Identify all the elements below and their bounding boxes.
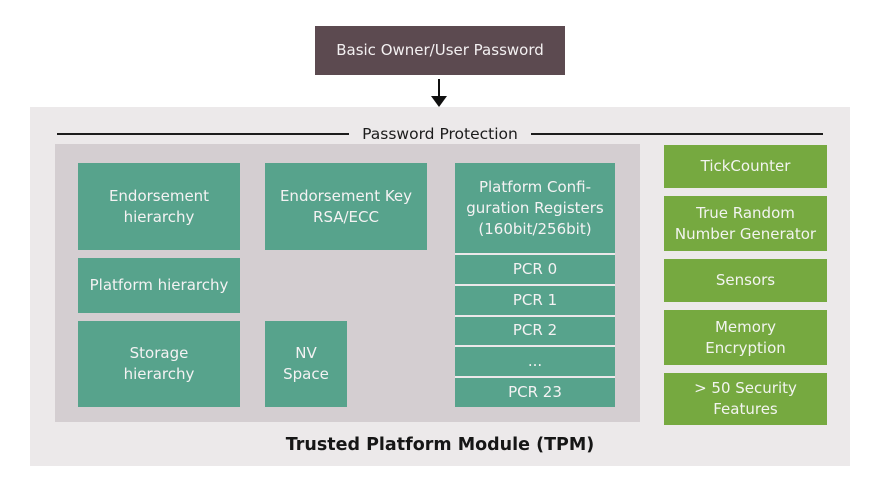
endorsement-key-box: Endorsement Key RSA/ECC bbox=[265, 163, 427, 250]
tpm-container: Password Protection Endorsement hierarch… bbox=[30, 107, 850, 466]
platform-hierarchy-box: Platform hierarchy bbox=[78, 258, 240, 313]
down-arrow-stem bbox=[438, 79, 440, 97]
password-protection-header: Password Protection bbox=[30, 125, 850, 143]
pcr-row-23: PCR 23 bbox=[455, 378, 615, 407]
nv-space-box: NV Space bbox=[265, 321, 347, 407]
tickcounter-box: TickCounter bbox=[664, 145, 827, 188]
down-arrow-icon bbox=[431, 96, 447, 107]
basic-owner-user-password-box: Basic Owner/User Password bbox=[315, 26, 565, 75]
pcr-title-box: Platform Confi- guration Registers (160b… bbox=[455, 163, 615, 253]
tpm-inner-module-area: Endorsement hierarchy Platform hierarchy… bbox=[55, 144, 640, 422]
header-line-left bbox=[57, 133, 350, 135]
password-protection-label: Password Protection bbox=[362, 125, 518, 143]
pcr-row-2: PCR 2 bbox=[455, 316, 615, 346]
true-random-number-generator-box: True Random Number Generator bbox=[664, 196, 827, 251]
memory-encryption-box: Memory Encryption bbox=[664, 310, 827, 365]
pcr-row-0: PCR 0 bbox=[455, 255, 615, 284]
pcr-row-1: PCR 1 bbox=[455, 285, 615, 315]
header-line-right bbox=[530, 133, 823, 135]
security-features-box: > 50 Security Features bbox=[664, 373, 827, 425]
pcr-row-ellipsis: ... bbox=[455, 347, 615, 377]
tpm-footer-title: Trusted Platform Module (TPM) bbox=[285, 435, 595, 455]
pcr-register-stack: Platform Confi- guration Registers (160b… bbox=[455, 163, 615, 407]
sensors-box: Sensors bbox=[664, 259, 827, 302]
storage-hierarchy-box: Storage hierarchy bbox=[78, 321, 240, 407]
endorsement-hierarchy-box: Endorsement hierarchy bbox=[78, 163, 240, 250]
